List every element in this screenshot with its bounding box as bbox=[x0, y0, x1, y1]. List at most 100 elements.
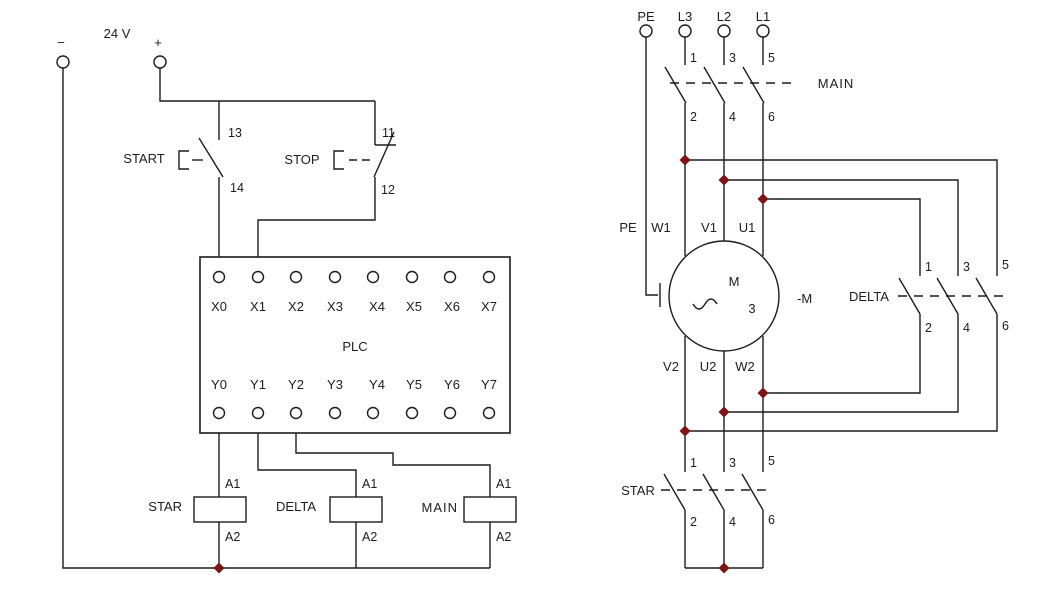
plc-block: X0 X1 X2 X3 X4 X5 X6 X7 PLC Y0 Y1 Y2 Y3 … bbox=[199, 256, 511, 434]
main-coil-box bbox=[463, 496, 517, 523]
star-coil: STAR A1 A2 bbox=[148, 477, 247, 568]
junction-dot bbox=[718, 406, 730, 418]
plc-input-terminal bbox=[443, 270, 457, 284]
main-pole-2 bbox=[703, 37, 726, 241]
main-terminal-3: 3 bbox=[729, 51, 736, 65]
star-pole-1 bbox=[663, 473, 686, 568]
plc-input-terminal bbox=[366, 270, 380, 284]
plc-output-label: Y5 bbox=[406, 377, 422, 392]
delta-coil-box bbox=[329, 496, 383, 523]
plc-input-terminal bbox=[405, 270, 419, 284]
main-coil-label: MAIN bbox=[422, 500, 459, 515]
stop-terminal-12: 12 bbox=[381, 183, 395, 197]
supply-minus-terminal bbox=[56, 55, 70, 69]
stop-wire-bottom bbox=[257, 177, 376, 257]
plc-output-terminal bbox=[328, 406, 342, 420]
main-terminal-2: 2 bbox=[690, 110, 697, 124]
wire-y1-to-delta-coil bbox=[257, 433, 357, 497]
star-coil-label: STAR bbox=[148, 499, 182, 514]
plc-input-terminal bbox=[328, 270, 342, 284]
motor-terminal-v1: V1 bbox=[701, 220, 717, 235]
l2-terminal bbox=[717, 24, 731, 38]
plc-output-terminal bbox=[212, 406, 226, 420]
plc-label: PLC bbox=[342, 339, 367, 354]
start-terminal-14: 14 bbox=[230, 181, 244, 195]
main-contactor: MAIN 1 3 5 2 4 6 bbox=[664, 37, 855, 256]
plc-input-label: X7 bbox=[481, 299, 497, 314]
junction-dots bbox=[679, 154, 769, 574]
main-terminal-6: 6 bbox=[768, 110, 775, 124]
delta-terminal-6: 6 bbox=[1002, 319, 1009, 333]
motor-circle bbox=[668, 240, 780, 352]
supply-plus-terminal bbox=[153, 55, 167, 69]
stop-contact-blade bbox=[373, 131, 395, 178]
star-terminal-4: 4 bbox=[729, 515, 736, 529]
plc-input-label: X4 bbox=[369, 299, 385, 314]
motor-terminal-v2: V2 bbox=[663, 359, 679, 374]
delta-terminal-5: 5 bbox=[1002, 258, 1009, 272]
terminal-label-pe: PE bbox=[637, 9, 655, 24]
supply-plus-symbol: + bbox=[154, 35, 162, 50]
motor-terminal-u2: U2 bbox=[700, 359, 717, 374]
pushbutton-actuator-icon bbox=[178, 150, 189, 170]
wire-v1-to-delta3 bbox=[724, 179, 959, 276]
supply-minus-symbol: − bbox=[57, 35, 65, 50]
delta-terminal-4: 4 bbox=[963, 321, 970, 335]
pe-terminal bbox=[639, 24, 653, 38]
l3-terminal bbox=[678, 24, 692, 38]
start-button: START 13 14 bbox=[123, 101, 244, 257]
delta-terminal-3: 3 bbox=[963, 260, 970, 274]
motor-letter: M bbox=[729, 274, 740, 289]
plc-box bbox=[199, 256, 511, 434]
plc-output-terminal bbox=[289, 406, 303, 420]
wire-pe bbox=[645, 37, 658, 296]
junction-dot bbox=[757, 193, 769, 205]
wire-u1-to-delta1 bbox=[763, 198, 921, 276]
motor-phase-count: 3 bbox=[748, 301, 755, 316]
star-pole-3 bbox=[741, 473, 764, 568]
ac-wave-icon bbox=[692, 298, 718, 310]
junction-dot bbox=[718, 174, 730, 186]
terminal-label-l3: L3 bbox=[678, 9, 692, 24]
delta-terminal-2: 2 bbox=[925, 321, 932, 335]
star-coil-terminal-a1: A1 bbox=[225, 477, 240, 491]
motor-terminal-w2: W2 bbox=[735, 359, 755, 374]
wire-plus-rail bbox=[159, 68, 375, 102]
motor-pe-label: PE bbox=[619, 220, 637, 235]
power-circuit: PE L3 L2 L1 MAIN 1 3 5 2 4 6 PE bbox=[619, 9, 1009, 574]
terminal-label-l1: L1 bbox=[756, 9, 770, 24]
plc-input-label: X5 bbox=[406, 299, 422, 314]
plc-input-label: X2 bbox=[288, 299, 304, 314]
motor-designator: -M bbox=[797, 291, 812, 306]
junction-dot bbox=[679, 154, 691, 166]
motor-terminal-u1: U1 bbox=[739, 220, 756, 235]
junction-dot bbox=[213, 562, 225, 574]
junction-dot bbox=[757, 387, 769, 399]
delta-contactor: DELTA 1 3 5 2 4 6 bbox=[685, 258, 1009, 432]
star-pole-2 bbox=[702, 473, 725, 568]
delta-coil-terminal-a2: A2 bbox=[362, 530, 377, 544]
start-terminal-13: 13 bbox=[228, 126, 242, 140]
delta-contactor-label: DELTA bbox=[849, 289, 889, 304]
stop-label: STOP bbox=[284, 152, 319, 167]
plc-input-terminal bbox=[289, 270, 303, 284]
delta-coil-label: DELTA bbox=[276, 499, 316, 514]
stop-button: STOP 11 12 bbox=[257, 101, 396, 257]
motor-terminal-w1: W1 bbox=[651, 220, 671, 235]
plc-output-label: Y1 bbox=[250, 377, 266, 392]
stop-terminal-11: 11 bbox=[382, 126, 395, 140]
main-terminal-5: 5 bbox=[768, 51, 775, 65]
terminal-label-l2: L2 bbox=[717, 9, 731, 24]
star-terminal-3: 3 bbox=[729, 456, 736, 470]
main-terminal-4: 4 bbox=[729, 110, 736, 124]
star-contactor: STAR 1 3 5 2 4 6 bbox=[621, 454, 775, 569]
plc-output-terminal bbox=[443, 406, 457, 420]
delta-coil-terminal-a1: A1 bbox=[362, 477, 377, 491]
plc-output-label: Y4 bbox=[369, 377, 385, 392]
star-terminal-2: 2 bbox=[690, 515, 697, 529]
pushbutton-actuator-icon bbox=[333, 150, 344, 170]
main-contactor-label: MAIN bbox=[818, 76, 855, 91]
plc-output-label: Y2 bbox=[288, 377, 304, 392]
